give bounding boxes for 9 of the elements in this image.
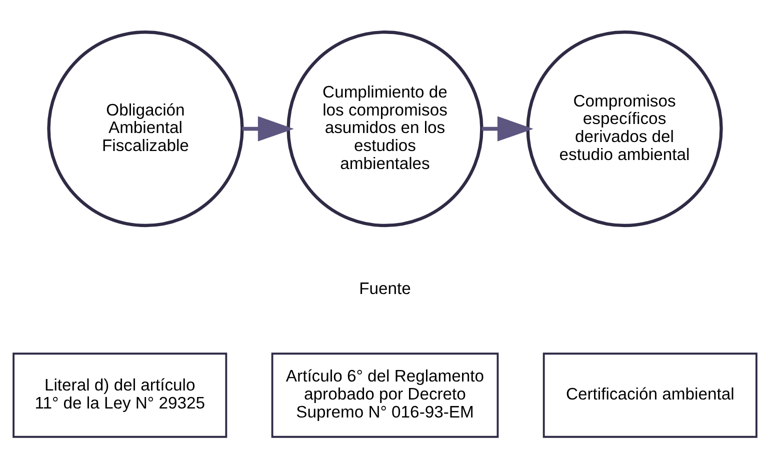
arrow [482,116,534,141]
node-box: Certificación ambiental [542,352,758,438]
node-circle: Obligación Ambiental Fiscalizable [47,30,244,227]
arrow [242,116,294,141]
node-box: Literal d) del artículo 11° de la Ley N° 29325 [12,352,228,438]
label: Fuente [359,278,411,298]
node-box: Artículo 6° del Reglamento aprobado por Decreto Supremo N° 016-93-EM [271,352,499,438]
node-circle: Compromisos específicos derivados del estudio ambiental [526,30,723,227]
node-circle: Cumplimiento de los compromisos asumidos en los estudios ambientales [286,30,484,227]
